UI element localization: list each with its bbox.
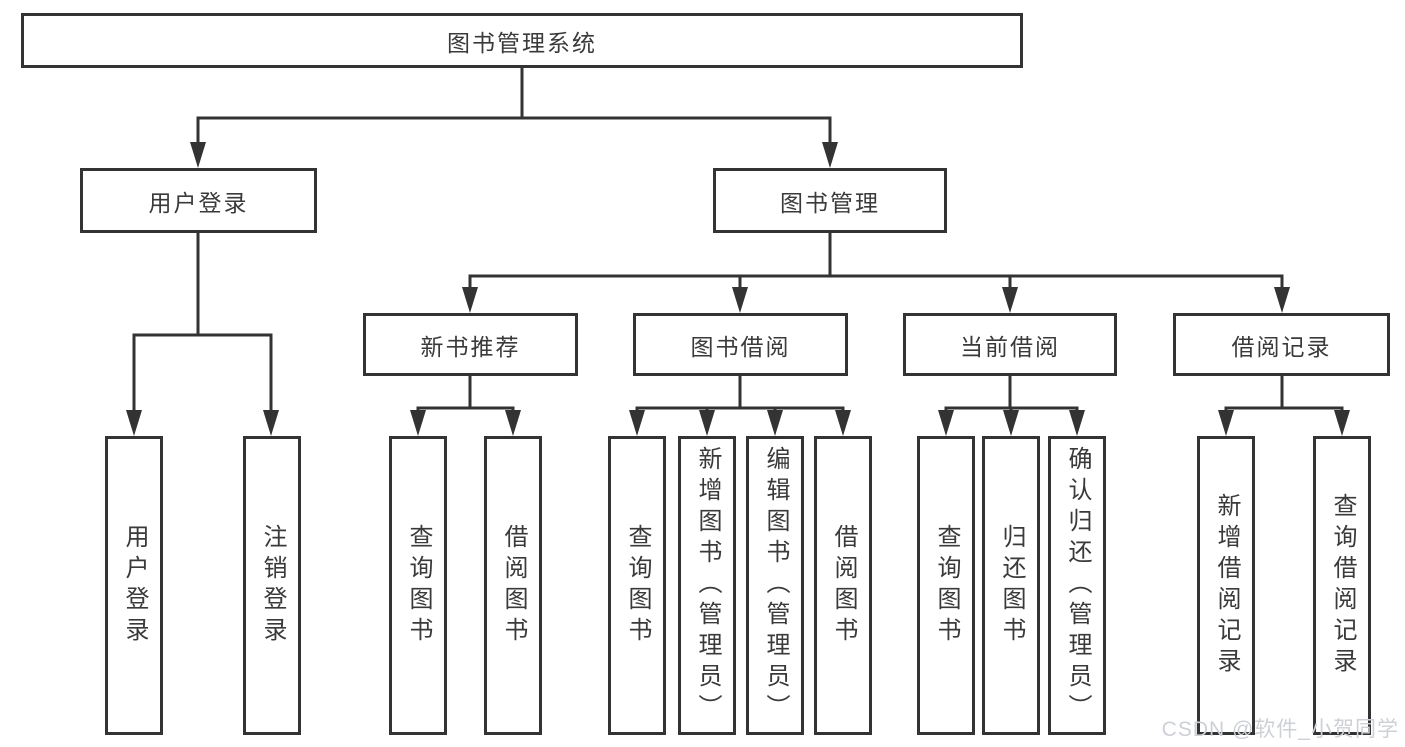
node-book-borrow: 图书借阅 [633,313,848,376]
arrow-icon [126,410,142,436]
arrow-icon [822,142,838,168]
connector-book-management [468,231,1284,291]
connector-section-1 [416,374,515,413]
connector-section-4 [1224,374,1344,413]
node-new-book-recommend: 新书推荐 [363,313,578,376]
connector-section-3 [944,374,1079,413]
leaf-query-books-current: 查询图书 [917,436,975,735]
arrow-icon [462,287,478,313]
node-user-login: 用户登录 [80,168,317,233]
leaf-query-books-recommend: 查询图书 [389,436,447,735]
arrow-icon [699,410,715,436]
arrow-icon [629,410,645,436]
arrowheads [126,142,1350,436]
leaf-query-borrow-record: 查询借阅记录 [1313,436,1371,735]
arrow-icon [1274,287,1290,313]
arrow-icon [1069,410,1085,436]
arrow-icon [938,410,954,436]
node-book-management: 图书管理 [713,168,947,233]
arrow-icon [1218,410,1234,436]
leaf-user-login: 用户登录 [105,436,163,735]
arrow-icon [835,410,851,436]
node-root: 图书管理系统 [21,13,1023,68]
arrow-icon [190,142,206,168]
arrow-icon [505,410,521,436]
connector-section-2 [635,374,845,413]
leaf-edit-book-admin: 编辑图书（管理员） [746,436,804,735]
arrow-icon [1003,410,1019,436]
leaf-borrow-books-recommend: 借阅图书 [484,436,542,735]
arrow-icon [1334,410,1350,436]
leaf-add-borrow-record: 新增借阅记录 [1197,436,1255,735]
arrow-icon [732,287,748,313]
node-borrow-records: 借阅记录 [1173,313,1390,376]
connector-root [196,66,832,145]
arrow-icon [410,410,426,436]
leaf-add-book-admin: 新增图书（管理员） [678,436,736,735]
node-current-borrow: 当前借阅 [903,313,1117,376]
connector-user-login [132,231,273,414]
leaf-confirm-return-admin: 确认归还（管理员） [1048,436,1106,735]
leaf-query-books-borrow: 查询图书 [608,436,666,735]
arrow-icon [1002,287,1018,313]
leaf-logout: 注销登录 [243,436,301,735]
arrow-icon [263,410,279,436]
leaf-borrow-books: 借阅图书 [814,436,872,735]
leaf-return-book: 归还图书 [982,436,1040,735]
arrow-icon [767,410,783,436]
watermark: CSDN @软件_小贺同学 [1161,718,1399,741]
